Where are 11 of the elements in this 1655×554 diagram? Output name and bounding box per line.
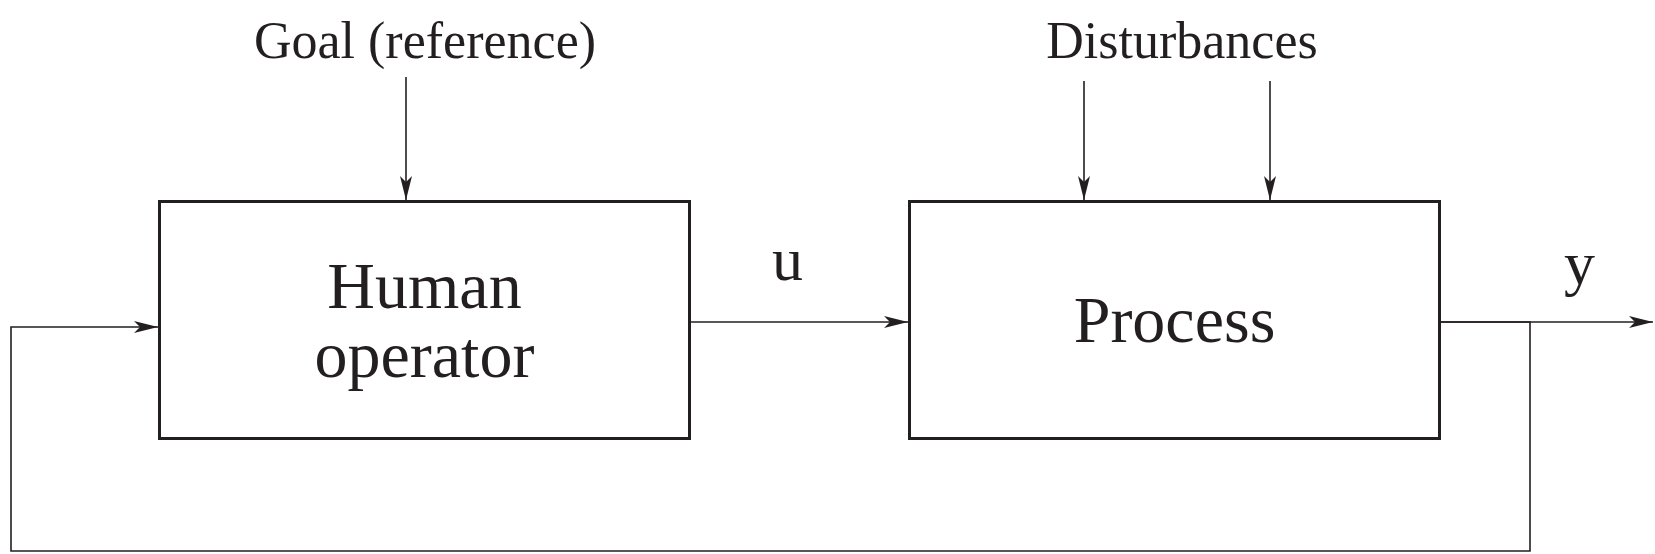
process-box [908, 200, 1441, 440]
box-label: Process [1072, 285, 1277, 355]
process-box [158, 200, 691, 440]
arrow [10, 321, 1531, 552]
input-label: Disturbances [1046, 13, 1318, 69]
arrow [690, 316, 909, 328]
input-label: Goal (reference) [253, 13, 597, 69]
box-label: Human operator [313, 250, 536, 390]
arrow [1078, 80, 1090, 201]
arrow [1264, 80, 1276, 201]
arrow [400, 76, 412, 201]
